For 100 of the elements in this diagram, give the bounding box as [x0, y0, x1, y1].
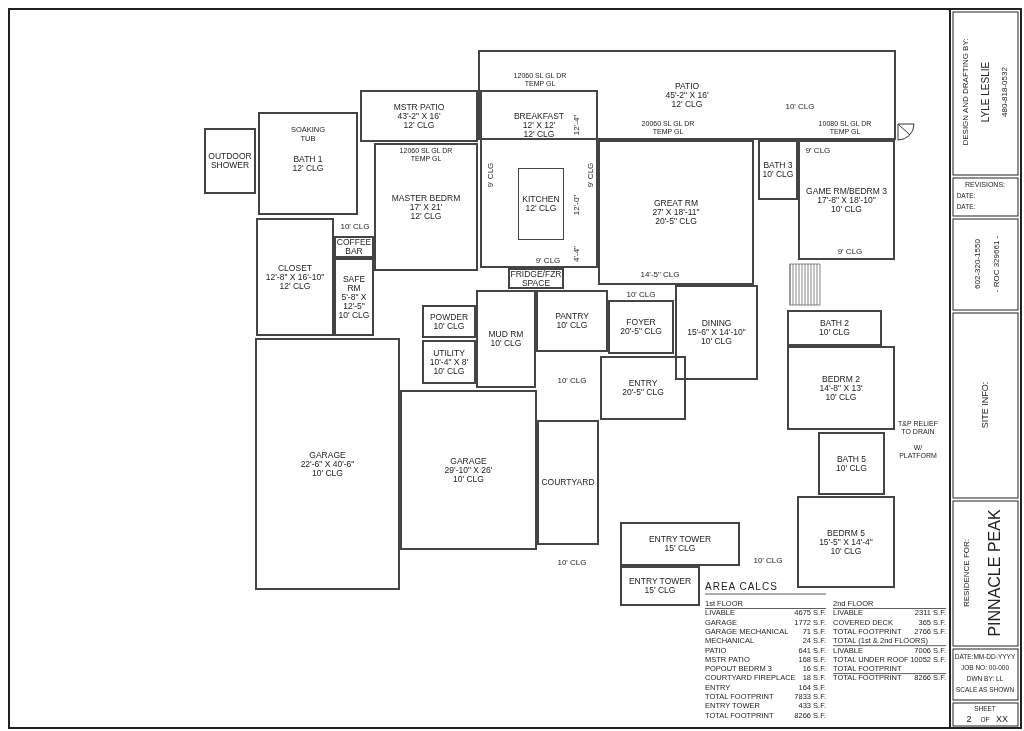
room-note: 5'-8" X 12'-5" — [340, 292, 368, 311]
room-note: 15' CLG — [664, 544, 696, 553]
room-note: 12' CLG — [410, 211, 442, 221]
room-note: 10' CLG — [338, 310, 370, 320]
room-name: BEDRM 5 — [827, 528, 865, 538]
room-name: MUD RM — [488, 330, 524, 339]
room-outline — [360, 90, 478, 142]
room-name: COURTYARD — [541, 478, 595, 487]
dimension-text: 12'-4" — [571, 114, 581, 136]
room-outline — [518, 168, 564, 240]
phone-number: 480-818-0532 — [999, 67, 1009, 117]
room-note: 15' CLG — [644, 586, 676, 595]
room-note: 10' CLG — [312, 468, 343, 478]
room-note: 10' CLG — [556, 321, 588, 330]
sheet-total: XX — [996, 714, 1008, 724]
room-note: 12' CLG — [671, 99, 703, 109]
room-outline — [478, 50, 896, 140]
room-name: GARAGE — [309, 450, 346, 460]
room-outline — [675, 285, 758, 380]
room-note: 15'-6" X 14'-10" — [687, 328, 746, 337]
ceiling-note: 10' CLG — [626, 289, 656, 299]
room-name: BATH 3 — [763, 161, 793, 170]
room-name: ENTRY TOWER — [648, 535, 712, 544]
table-title: AREA CALCS — [705, 582, 778, 592]
room-outline — [334, 258, 374, 336]
room-note: 12' X 12' — [522, 121, 556, 130]
room-note: 12'-8" X 16'-10" — [265, 272, 325, 282]
room-name: BEDRM 2 — [822, 374, 860, 384]
ceiling-note: 10' CLG — [753, 555, 783, 565]
room-name: GAME RM/BEDRM 3 — [806, 186, 887, 196]
room-note: 10' CLG — [433, 366, 465, 376]
room-note: 10' CLG — [830, 546, 862, 556]
room-outline — [620, 522, 740, 566]
room-note: 10' CLG — [819, 328, 850, 337]
project-name: PINNACLE PEAK — [985, 509, 1003, 637]
ceiling-note: 9' CLG — [485, 162, 495, 188]
ceiling-note: 10' CLG — [785, 101, 815, 111]
room-name: BATH 5 — [836, 454, 867, 464]
room-note: 17'-8" X 18'-10" — [817, 195, 876, 205]
room-note: 10' CLG — [490, 339, 522, 348]
site-info-heading: SITE INFO: — [980, 381, 990, 429]
room-note: 43'-2" X 16' — [397, 111, 441, 121]
room-note: 20'-5" CLG — [622, 388, 664, 397]
room-name: UTILITY — [433, 348, 465, 358]
room-note: 10' CLG — [825, 392, 857, 402]
residence-heading: RESIDENCE FOR: — [961, 539, 971, 607]
room-name: MASTER BEDRM — [391, 193, 461, 203]
room-outline — [422, 305, 476, 338]
room-name: FOYER — [626, 318, 656, 327]
room-outline — [787, 346, 895, 430]
room-name: MSTR PATIO — [393, 102, 445, 112]
room-note: 29'-10" X 26' — [444, 465, 493, 475]
ceiling-note: 10' CLG — [557, 375, 587, 385]
ceiling-note: 9' CLG — [837, 246, 863, 256]
designer-name: LYLE LESLIE — [979, 61, 991, 123]
ceiling-note: 9' CLG — [585, 162, 595, 188]
room-outline — [537, 420, 599, 545]
room-note: 14'-8" X 13' — [819, 383, 863, 393]
room-note: 17' X 21' — [409, 202, 443, 212]
ceiling-note: 9' CLG — [805, 145, 831, 155]
room-note: 12' CLG — [292, 163, 324, 173]
room-name: COFFEE BAR — [336, 238, 372, 256]
room-outline — [256, 218, 334, 336]
room-outline — [255, 338, 400, 590]
room-outline — [422, 340, 476, 384]
room-note: 10' CLG — [453, 474, 484, 484]
room-name: BREAKFAST — [513, 112, 565, 121]
room-name: BATH 1 — [293, 154, 323, 164]
room-note: 10' CLG — [433, 321, 465, 331]
room-name: KITCHEN — [522, 195, 560, 204]
room-name: GREAT RM — [653, 199, 699, 208]
room-name: PANTRY — [555, 312, 589, 321]
designer-note: DESIGN AND DRAFTING BY: — [960, 38, 970, 146]
room-note: 15'-5" X 14'-4" — [819, 537, 873, 547]
room-note: 12' CLG — [279, 281, 311, 291]
room-note: 12' CLG — [525, 204, 557, 213]
room-outline — [374, 143, 478, 271]
ceiling-note: 14'-5" CLG — [640, 269, 680, 279]
sheet-number: 2 — [966, 714, 972, 724]
room-note: 10' CLG — [762, 170, 794, 179]
room-name: DINING — [701, 319, 732, 328]
room-note: 27' X 18'-11" — [652, 208, 700, 217]
room-note: 20'-5" CLG — [620, 327, 662, 336]
room-note: 20'-5" CLG — [655, 217, 697, 226]
room-outline — [818, 432, 885, 495]
room-note: 12' CLG — [403, 120, 435, 130]
ceiling-note: 10' CLG — [340, 221, 370, 231]
room-outline — [258, 112, 358, 215]
room-note: 45'-2" X 16' — [665, 90, 709, 100]
room-name: PATIO — [674, 81, 700, 91]
ceiling-note: 9' CLG — [535, 255, 561, 265]
room-name: POWDER — [429, 312, 469, 322]
room-note: 12' CLG — [523, 130, 555, 139]
room-note: 10' CLG — [836, 463, 867, 473]
room-outline — [536, 290, 608, 352]
room-name: FRIDGE/FZR SPACE — [510, 269, 562, 288]
room-outline — [598, 140, 754, 285]
room-note: 22'-6" X 40'-6" — [300, 459, 355, 469]
room-name: ENTRY TOWER — [628, 577, 692, 586]
room-outline — [797, 496, 895, 588]
